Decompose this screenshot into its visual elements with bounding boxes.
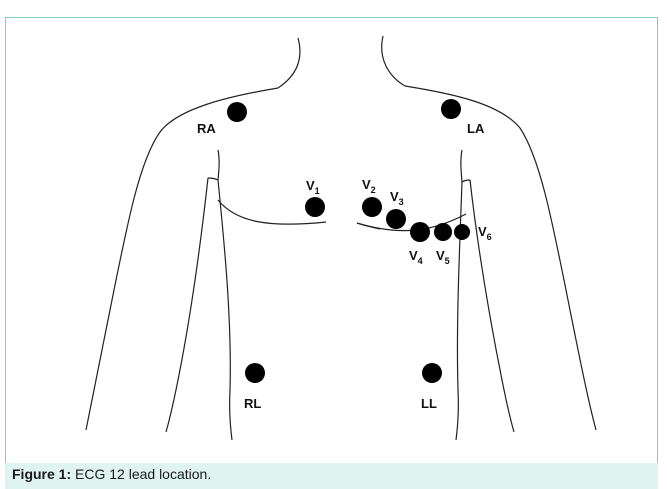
electrode-v5 xyxy=(434,223,452,241)
right-arm-inner xyxy=(166,178,208,432)
electrode-v4 xyxy=(410,222,430,242)
label-v2: V2 xyxy=(362,177,376,195)
electrode-ll xyxy=(422,363,442,383)
right-armpit xyxy=(208,178,218,180)
caption-text: ECG 12 lead location. xyxy=(71,466,211,482)
electrode-la xyxy=(441,99,461,119)
label-ra: RA xyxy=(197,121,216,136)
label-v3: V3 xyxy=(390,189,404,207)
left-shoulder-edge xyxy=(461,150,462,182)
label-ll: LL xyxy=(421,396,437,411)
electrodes xyxy=(227,99,470,383)
electrode-v3 xyxy=(386,209,406,229)
left-armpit xyxy=(462,180,470,182)
electrode-labels: RA LA V1 V2 V3 V4 V5 V6 RL LL xyxy=(197,121,492,411)
label-v5: V5 xyxy=(436,248,450,266)
figure-caption: Figure 1: ECG 12 lead location. xyxy=(12,466,211,482)
left-arm-inner xyxy=(470,180,514,432)
label-rl: RL xyxy=(244,396,261,411)
neck-left-line xyxy=(278,38,300,88)
torso-left-side xyxy=(456,182,462,440)
torso-right-side xyxy=(218,180,232,440)
caption-label: Figure 1: xyxy=(12,466,71,482)
electrode-v1 xyxy=(305,197,325,217)
label-v1: V1 xyxy=(306,178,320,196)
electrode-v6 xyxy=(454,224,470,240)
electrode-ra xyxy=(227,102,247,122)
electrode-v2 xyxy=(362,197,382,217)
neck-right-line xyxy=(382,36,405,86)
label-v6: V6 xyxy=(478,224,492,242)
torso-outline xyxy=(86,36,596,440)
left-pectoral-inner xyxy=(357,223,380,229)
right-shoulder-edge xyxy=(218,150,219,180)
label-la: LA xyxy=(467,121,485,136)
label-v4: V4 xyxy=(409,248,423,266)
electrode-rl xyxy=(245,363,265,383)
